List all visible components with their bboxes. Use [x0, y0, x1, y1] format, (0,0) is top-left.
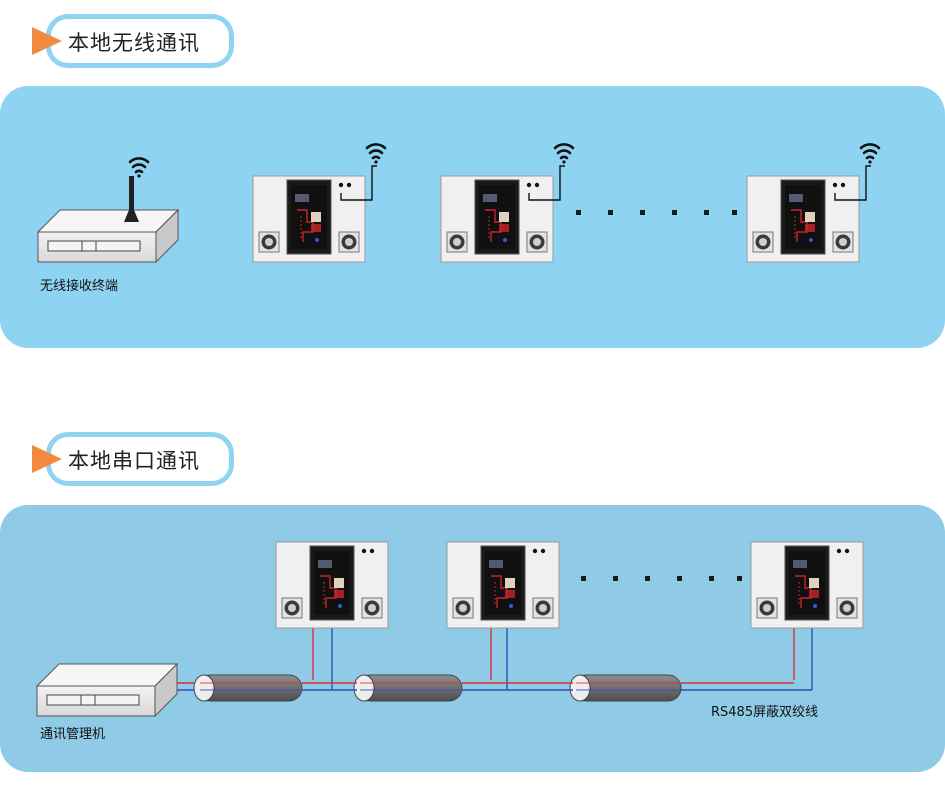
- wireless-device-3: [746, 143, 881, 263]
- serial-device-3: [750, 541, 864, 629]
- cable-label: RS485屏蔽双绞线: [711, 705, 819, 720]
- wireless-device-2: [440, 143, 575, 263]
- wifi-signal-icon: [365, 143, 387, 165]
- serial-device-1: [275, 541, 389, 629]
- title-arrow-icon: [32, 445, 62, 473]
- section-title-text: 本地无线通讯: [68, 31, 200, 55]
- ellipsis-dots: [576, 210, 737, 215]
- wireless-receiver: [37, 157, 179, 263]
- section-title-wireless: 本地无线通讯: [32, 14, 236, 74]
- communication-manager: [36, 663, 178, 717]
- device-wires: [312, 628, 813, 690]
- wifi-signal-icon: [859, 143, 881, 165]
- wireless-device-1: [252, 143, 387, 263]
- title-pill: [46, 14, 234, 68]
- ellipsis-dots: [581, 576, 742, 581]
- title-arrow-icon: [32, 27, 62, 55]
- section-title-text: 本地串口通讯: [68, 449, 200, 473]
- manager-label: 通讯管理机: [40, 727, 106, 742]
- serial-device-2: [446, 541, 560, 629]
- wifi-signal-icon: [553, 143, 575, 165]
- section-title-serial: 本地串口通讯: [32, 432, 236, 492]
- wifi-signal-icon: [128, 157, 150, 179]
- rs485-cable: [174, 674, 812, 702]
- receiver-label: 无线接收终端: [40, 279, 119, 294]
- antenna-icon: [129, 176, 134, 218]
